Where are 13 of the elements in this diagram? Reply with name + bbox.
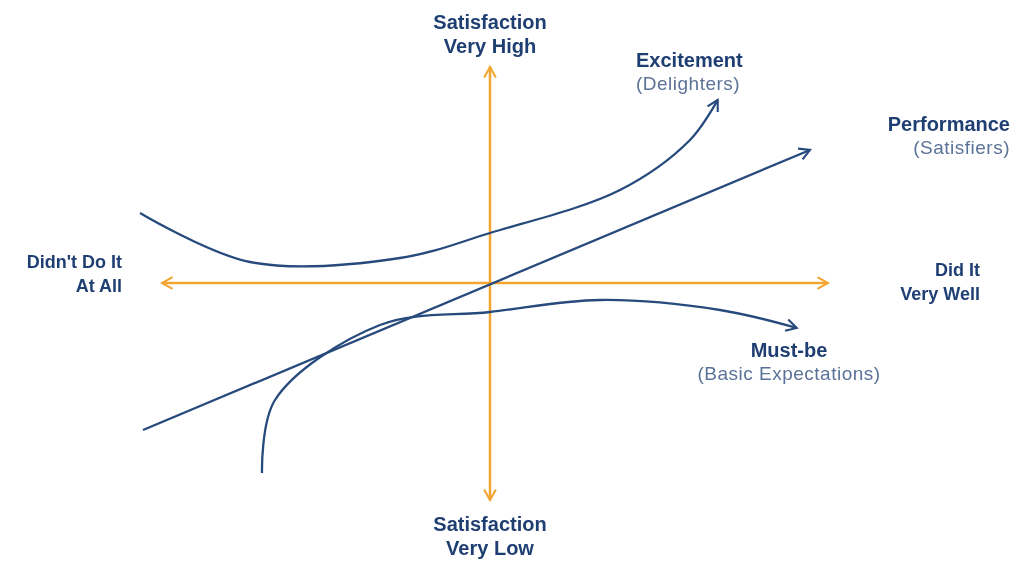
category-subtitle: (Basic Expectations)	[696, 362, 882, 386]
category-title: Excitement	[636, 48, 744, 72]
axis-label: Did It Very Well	[899, 259, 980, 306]
curve-arrow	[142, 147, 812, 432]
axis-label: Didn't Do It At All	[25, 251, 122, 298]
category-subtitle: (Satisfiers)	[912, 136, 1010, 160]
category-title: Performance	[886, 112, 1010, 136]
curve-arrow	[139, 98, 719, 268]
category-title: Must-be	[749, 338, 829, 362]
axis-label: Satisfaction Very Low	[432, 512, 548, 560]
curve-arrow	[260, 298, 798, 473]
category-subtitle: (Delighters)	[636, 72, 742, 96]
axis-label: Satisfaction Very High	[432, 10, 548, 58]
